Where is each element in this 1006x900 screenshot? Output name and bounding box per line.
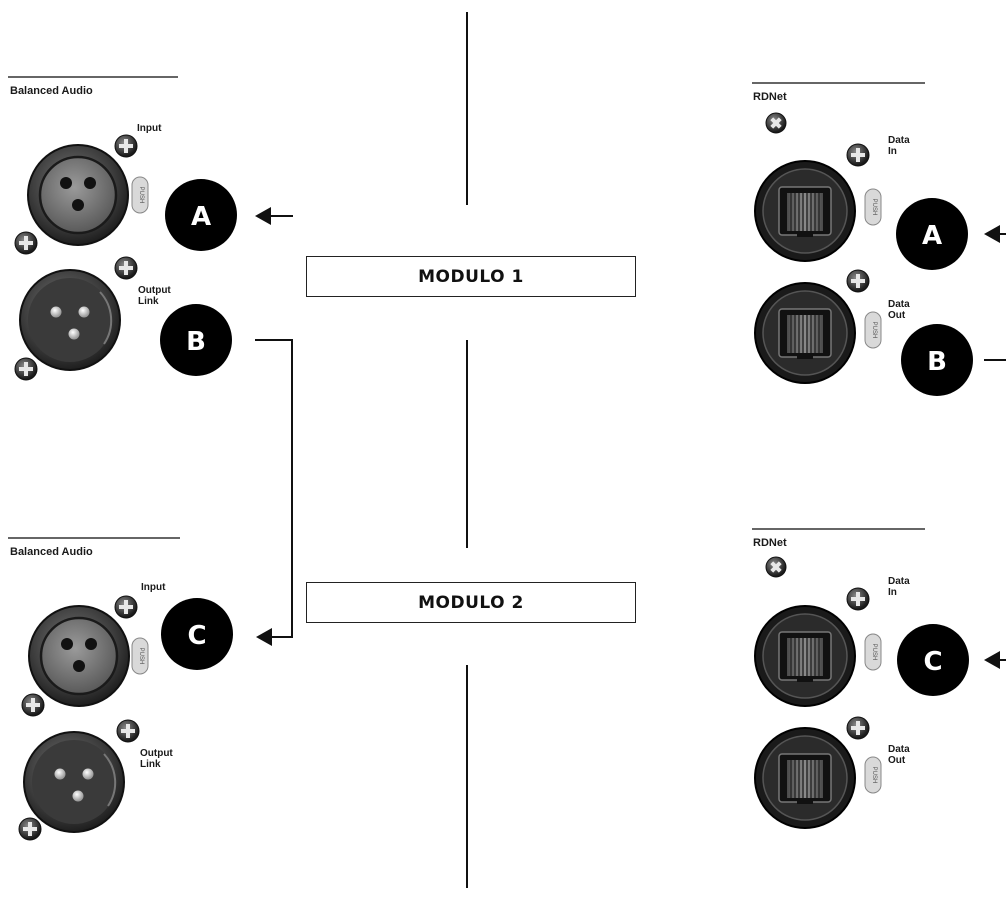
screw-icon xyxy=(846,269,870,293)
screw-icon xyxy=(846,716,870,740)
data-out-label-2: Out xyxy=(888,310,906,321)
svg-text:A: A xyxy=(191,202,211,232)
push-tab: PUSH xyxy=(864,188,882,226)
xlr-female-connector xyxy=(27,604,131,708)
badge-b: B xyxy=(160,304,232,376)
screw-icon xyxy=(14,357,38,381)
screw-icon xyxy=(846,143,870,167)
module-2-label: MODULO 2 xyxy=(306,582,636,623)
section-title: Balanced Audio xyxy=(10,546,93,558)
screw-icon xyxy=(765,556,787,578)
svg-text:C: C xyxy=(187,621,206,651)
arrow-c xyxy=(984,651,1006,669)
push-label: PUSH xyxy=(871,199,877,216)
data-out-label-2: Out xyxy=(888,755,906,766)
rj45-connector xyxy=(754,160,856,262)
badge-b: B xyxy=(901,324,973,396)
data-out-label: Data xyxy=(888,744,910,755)
link-line-b-to-c xyxy=(255,339,293,646)
push-tab: PUSH xyxy=(864,756,882,794)
push-label: PUSH xyxy=(871,322,877,339)
xlr-male-connector xyxy=(19,269,121,371)
data-out-label: Data xyxy=(888,299,910,310)
right-panel-2: RDNet Data In PUSH Data Out PUSH C xyxy=(752,528,1006,829)
data-in-label-2: In xyxy=(888,146,897,157)
arrow-a xyxy=(984,225,1006,243)
screw-icon xyxy=(765,112,787,134)
push-tab: PUSH xyxy=(131,176,149,214)
push-label: PUSH xyxy=(138,648,144,665)
output-label: Output xyxy=(140,748,173,759)
data-in-label-2: In xyxy=(888,587,897,598)
input-label: Input xyxy=(141,582,166,593)
left-panel-2: Balanced Audio Input PUSH Output Link C xyxy=(8,537,233,841)
rj45-connector xyxy=(754,727,856,829)
badge-a: A xyxy=(165,179,237,251)
badge-c: C xyxy=(161,598,233,670)
data-in-label: Data xyxy=(888,576,910,587)
badge-a: A xyxy=(896,198,968,270)
arrow-a xyxy=(255,207,293,225)
output-label: Output xyxy=(138,285,171,296)
screw-icon xyxy=(114,134,138,158)
rj45-connector xyxy=(754,605,856,707)
svg-text:B: B xyxy=(186,327,206,357)
screw-icon xyxy=(116,719,140,743)
screw-icon xyxy=(21,693,45,717)
push-label: PUSH xyxy=(871,767,877,784)
push-tab: PUSH xyxy=(864,311,882,349)
xlr-male-connector xyxy=(23,731,125,833)
push-tab: PUSH xyxy=(864,633,882,671)
section-title: Balanced Audio xyxy=(10,85,93,97)
input-label: Input xyxy=(137,123,162,134)
push-label: PUSH xyxy=(871,644,877,661)
svg-text:C: C xyxy=(923,647,942,677)
svg-text:B: B xyxy=(927,347,947,377)
push-label: PUSH xyxy=(138,187,144,204)
push-tab: PUSH xyxy=(131,637,149,675)
section-title: RDNet xyxy=(753,91,787,103)
screw-icon xyxy=(114,595,138,619)
link-label: Link xyxy=(138,296,159,307)
module-1-label: MODULO 1 xyxy=(306,256,636,297)
screw-icon xyxy=(114,256,138,280)
screw-icon xyxy=(14,231,38,255)
left-panel-1: Balanced Audio Input PUSH Output Link A … xyxy=(8,76,293,381)
screw-icon xyxy=(18,817,42,841)
badge-c: C xyxy=(897,624,969,696)
rj45-connector xyxy=(754,282,856,384)
xlr-female-connector xyxy=(26,143,130,247)
data-in-label: Data xyxy=(888,135,910,146)
link-label: Link xyxy=(140,759,161,770)
section-title: RDNet xyxy=(753,537,787,549)
screw-icon xyxy=(846,587,870,611)
right-panel-1: RDNet Data In PUSH Data Out PUSH A xyxy=(752,82,1006,396)
svg-text:A: A xyxy=(922,221,942,251)
